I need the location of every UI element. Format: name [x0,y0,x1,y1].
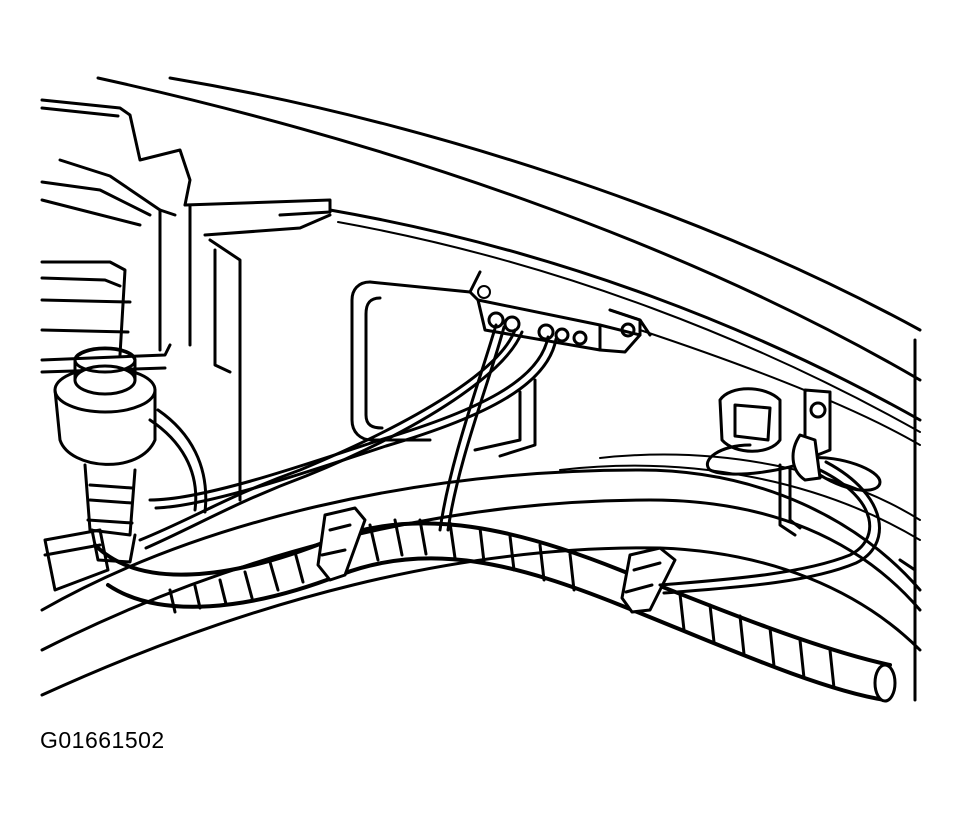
terminal-block [468,270,652,354]
hood-edge-lines [96,76,922,446]
figure-id-label: G01661502 [40,727,165,753]
wires-to-terminal [138,323,558,550]
left-module-box [40,260,172,374]
harness-clip-right [620,546,677,614]
harness-clip-left [316,506,367,582]
right-body-edge [898,338,917,702]
harness-conduit [93,518,897,703]
inner-panel-recess [350,280,537,458]
left-round-connector [43,346,208,592]
right-wire-loop-connector [658,387,882,595]
upper-left-bracket [40,98,332,502]
